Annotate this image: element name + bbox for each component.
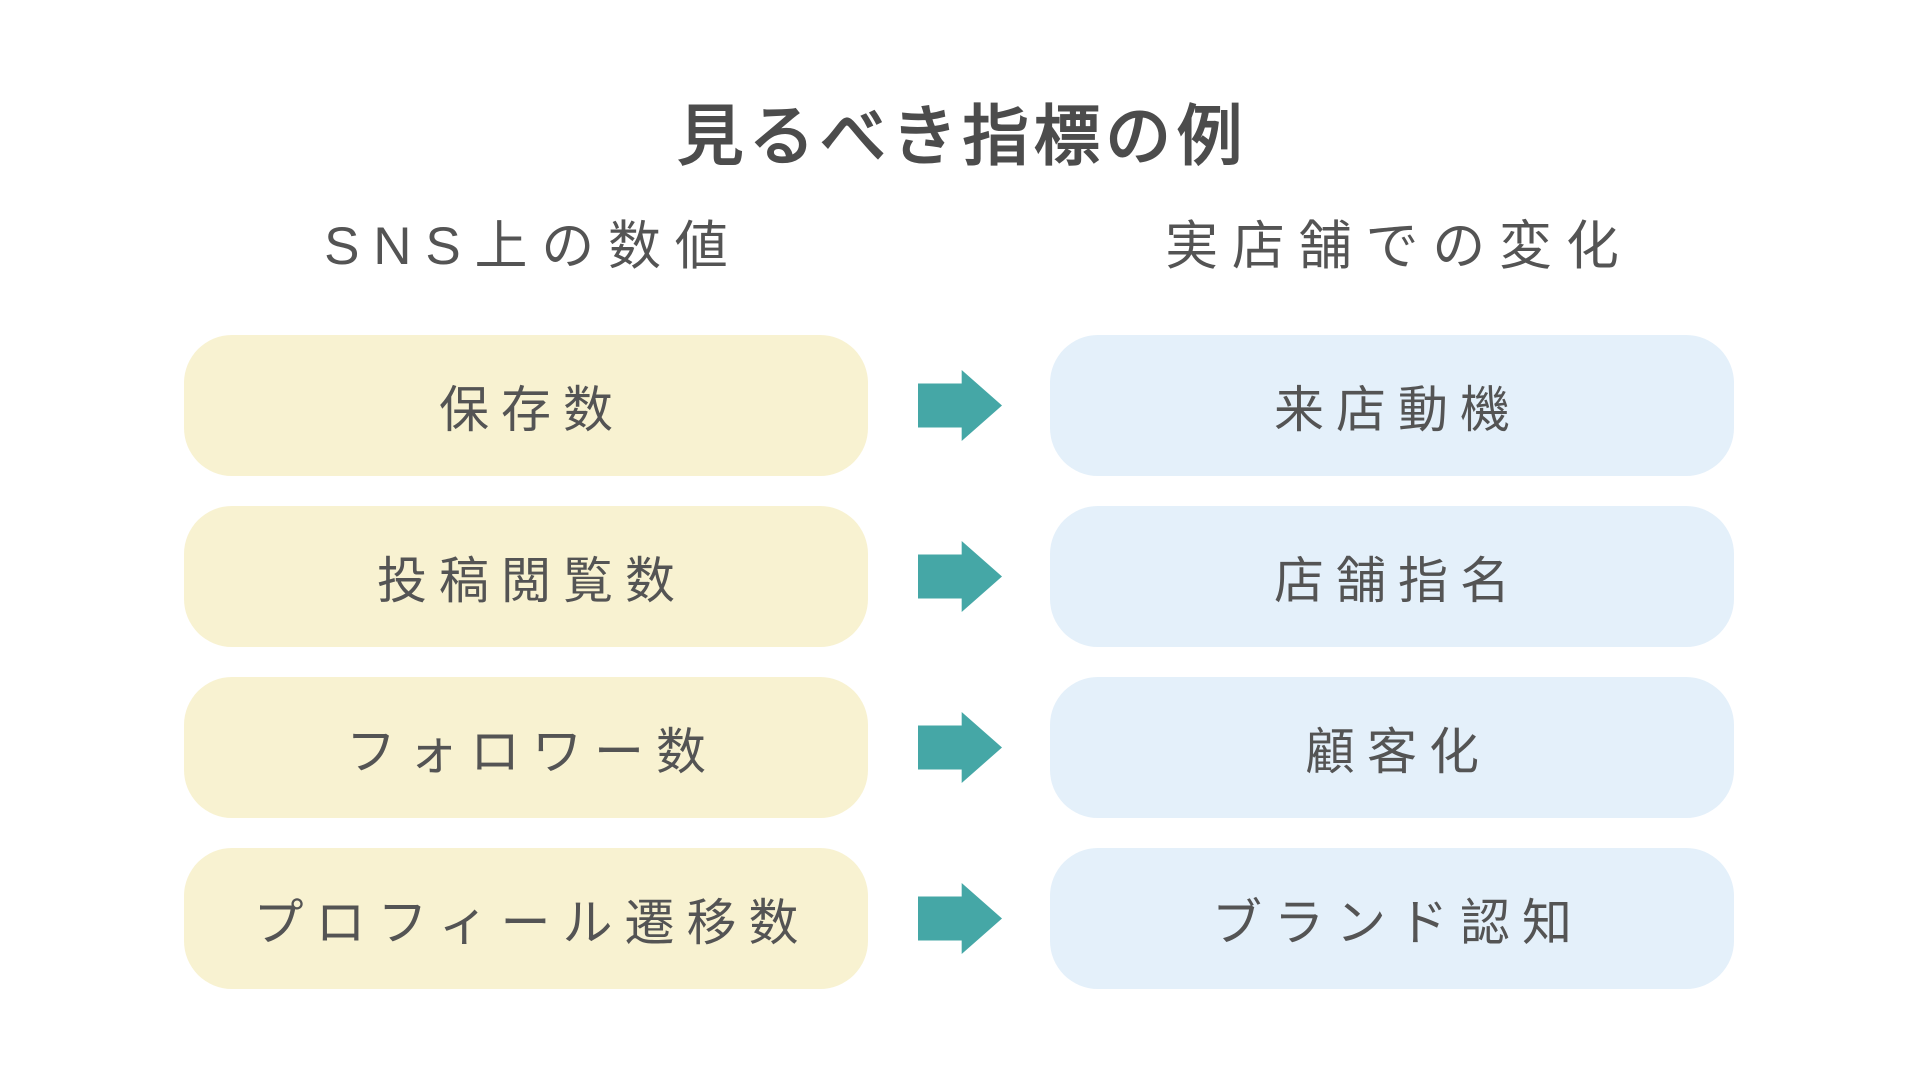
- column-header-store: 実店舗での変化: [1165, 217, 1633, 276]
- sns-metric-label: 投稿閲覧数: [377, 552, 687, 609]
- right-arrow-icon: [918, 883, 1002, 954]
- sns-metric-label: プロフィール遷移数: [253, 894, 811, 951]
- right-arrow-icon: [918, 541, 1002, 612]
- metric-row-saves: 保存数 来店動機: [184, 335, 1734, 476]
- store-change-label: 顧客化: [1305, 723, 1491, 780]
- sns-metric-pill: フォロワー数: [184, 677, 868, 818]
- store-change-label: ブランド認知: [1212, 894, 1584, 951]
- column-header-sns: SNS上の数値: [324, 217, 742, 276]
- sns-metric-label: 保存数: [439, 381, 625, 438]
- metric-row-profile-visits: プロフィール遷移数 ブランド認知: [184, 848, 1734, 989]
- sns-metric-label: フォロワー数: [346, 723, 718, 780]
- store-change-pill: ブランド認知: [1050, 848, 1734, 989]
- store-change-pill: 店舗指名: [1050, 506, 1734, 647]
- sns-metric-pill: 保存数: [184, 335, 868, 476]
- sns-metric-pill: プロフィール遷移数: [184, 848, 868, 989]
- store-change-pill: 来店動機: [1050, 335, 1734, 476]
- right-arrow-icon: [918, 370, 1002, 441]
- store-change-label: 来店動機: [1274, 381, 1522, 438]
- sns-metric-pill: 投稿閲覧数: [184, 506, 868, 647]
- store-change-label: 店舗指名: [1274, 552, 1522, 609]
- page-title: 見るべき指標の例: [677, 99, 1248, 173]
- metric-rows: 保存数 来店動機 投稿閲覧数 店舗指名 フォロワー数 顧客化: [184, 335, 1734, 1019]
- metric-row-post-views: 投稿閲覧数 店舗指名: [184, 506, 1734, 647]
- store-change-pill: 顧客化: [1050, 677, 1734, 818]
- right-arrow-icon: [918, 712, 1002, 783]
- metric-row-followers: フォロワー数 顧客化: [184, 677, 1734, 818]
